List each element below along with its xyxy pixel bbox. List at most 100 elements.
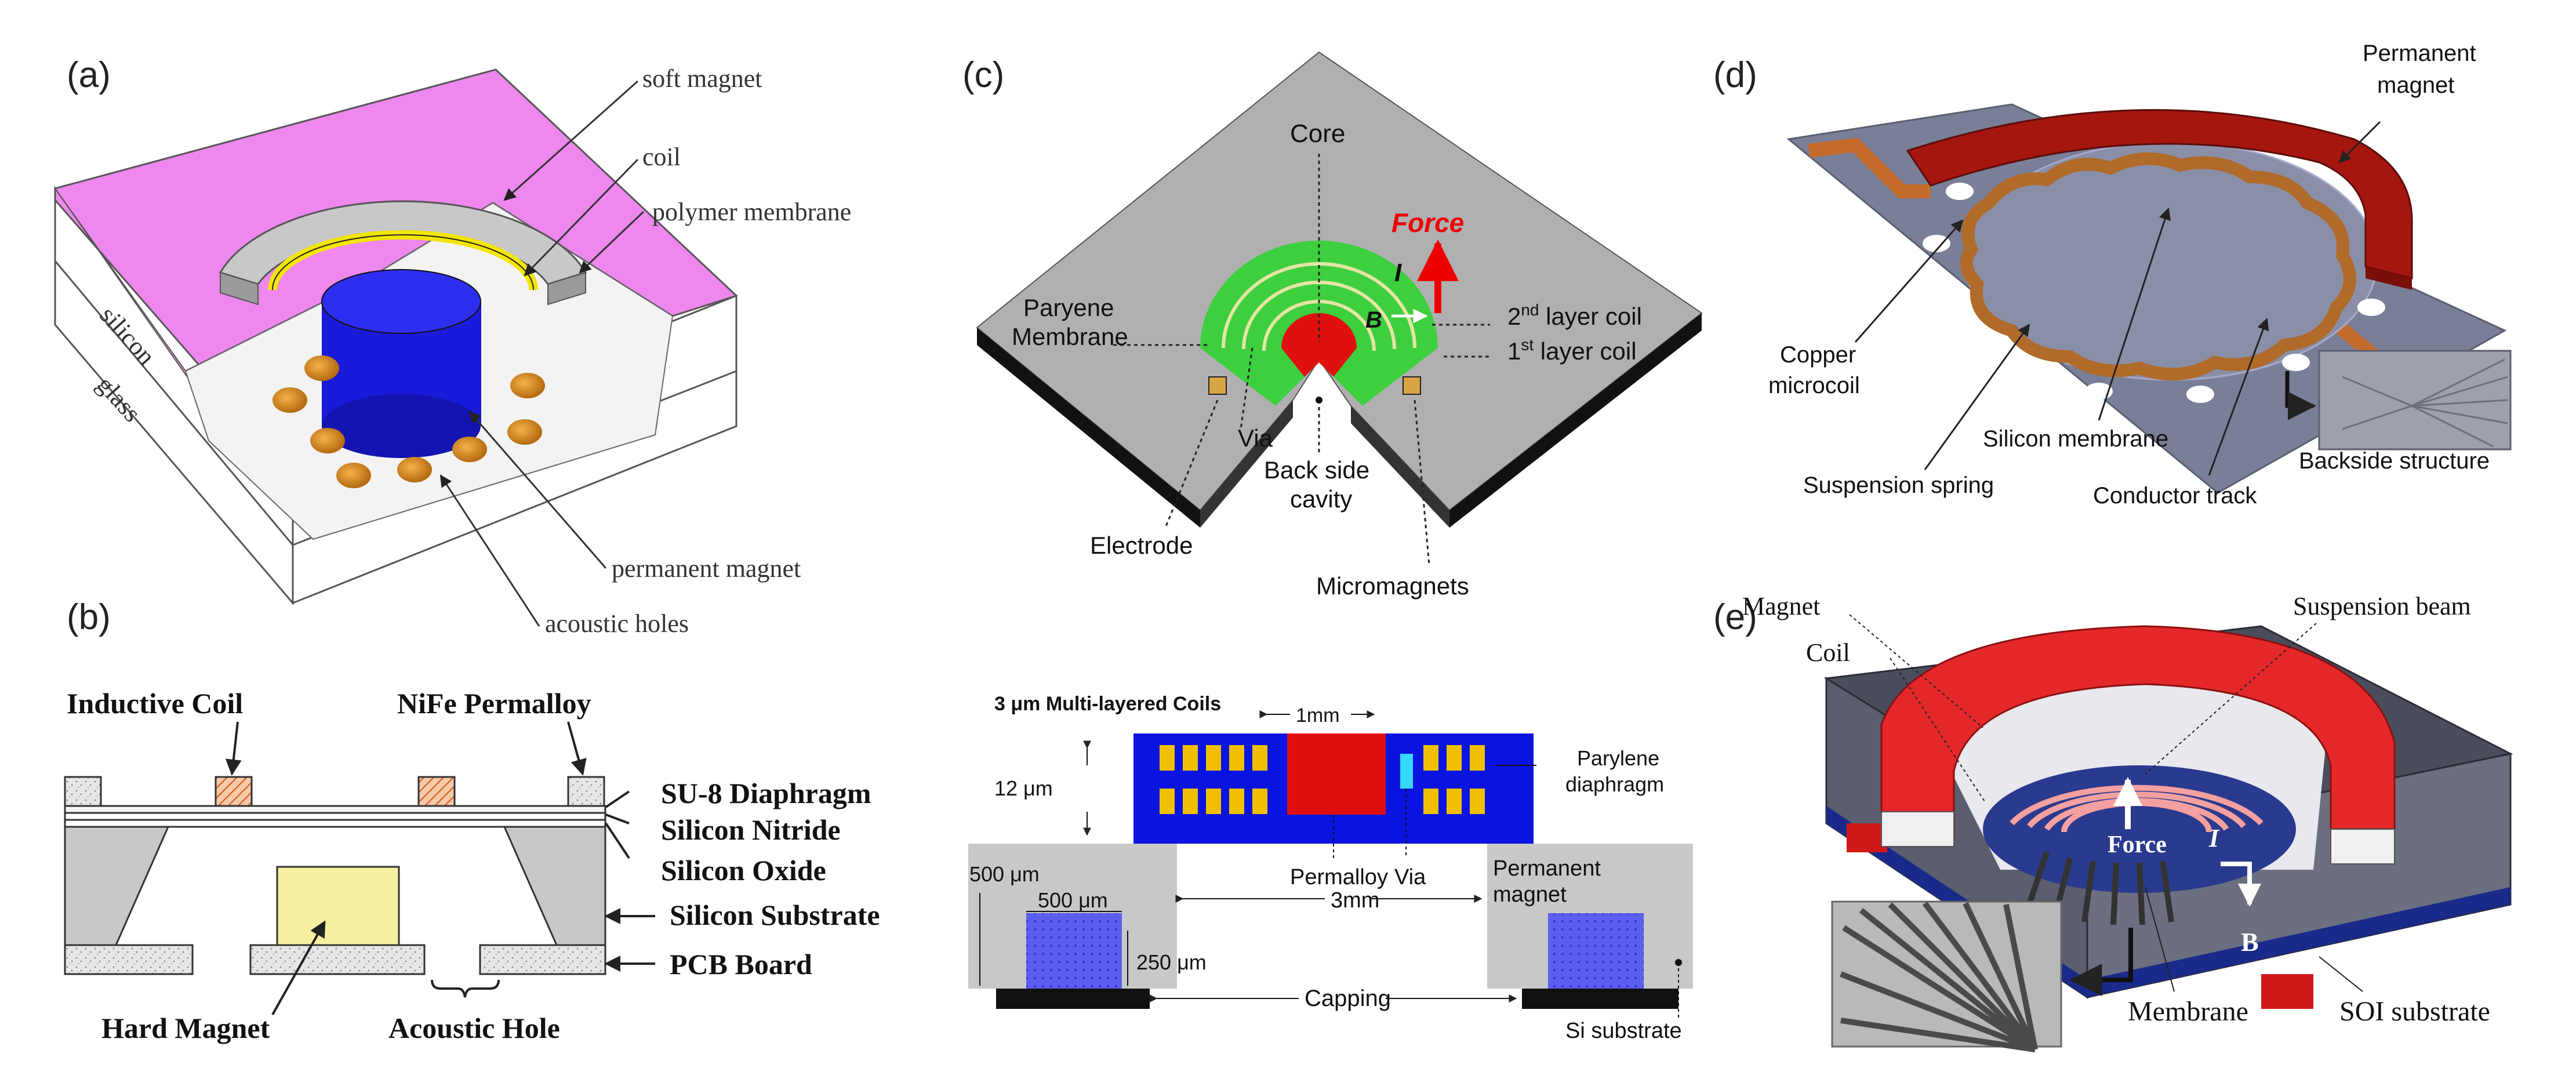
pcb-board-label: PCB Board <box>670 948 812 980</box>
field-label: B <box>1365 307 1382 333</box>
layer1-suffix: st <box>1521 336 1534 354</box>
panel-b-label: (b) <box>67 597 111 637</box>
rib <box>2411 405 2508 424</box>
conductor-track-label: Conductor track <box>2093 483 2257 509</box>
leader-soi <box>2319 956 2363 992</box>
acoustic-holes <box>273 355 545 488</box>
permalloy-block-left <box>64 776 102 807</box>
dim-12um-label: 12 μm <box>994 776 1053 800</box>
permanent-magnet-bottom <box>322 394 481 458</box>
inset-beam <box>1888 902 2037 1052</box>
rib <box>2411 376 2508 407</box>
beam <box>2160 860 2174 922</box>
su8-diaphragm <box>64 805 606 814</box>
panel-d-label: (d) <box>1713 55 1757 95</box>
spring-hole <box>2085 383 2113 400</box>
layer1-number: 1 <box>1507 337 1521 365</box>
membrane-label: Membrane <box>2128 996 2248 1027</box>
coil-rows <box>1160 745 1485 814</box>
coil-turn <box>1160 789 1175 814</box>
leader-soft-magnet <box>503 80 638 201</box>
panel-d: (d) <box>1713 41 2512 509</box>
inset-beam <box>1840 971 2036 1052</box>
acoustic-hole <box>273 387 307 413</box>
rib <box>2342 405 2412 430</box>
spring-hole <box>2186 386 2214 403</box>
coil-turn <box>1183 745 1198 771</box>
capping-right <box>1522 989 1678 1009</box>
inductive-coil-label: Inductive Coil <box>67 687 243 720</box>
inset-beam <box>1840 1018 2036 1052</box>
spring-hole <box>2357 299 2385 316</box>
acoustic-hole-brace <box>431 979 500 998</box>
coil-outline <box>272 234 534 290</box>
silicon-glass-boundary-left <box>54 260 294 546</box>
perm-magnet-right <box>1548 913 1644 989</box>
acoustic-holes-label: acoustic holes <box>545 609 689 638</box>
leader-polymer-membrane <box>579 210 645 274</box>
coil-turn <box>1470 745 1485 771</box>
coil-ring-1 <box>1222 262 1416 348</box>
permanent-magnet-arc <box>1906 109 2413 279</box>
coil-block-right <box>417 776 456 807</box>
red-pad-left <box>1847 823 1887 852</box>
pcb-right <box>479 944 606 975</box>
permanent-magnet-label-1: Permanent <box>2363 41 2476 66</box>
panel-e-label: (e) <box>1713 597 1757 637</box>
panel-a-label: (a) <box>67 55 111 95</box>
leader-permanent-magnet <box>2338 121 2381 164</box>
rib <box>2411 405 2494 448</box>
field-label: B <box>2241 927 2259 957</box>
inset-beam <box>1859 908 2037 1052</box>
rib <box>2342 376 2412 407</box>
rib <box>2411 358 2505 407</box>
leader-oxide <box>605 822 630 859</box>
coils-label: 3 μm Multi-layered Coils <box>994 693 1221 715</box>
permanent-magnet-label: permanent magnet <box>612 554 801 583</box>
permalloy-block-right <box>567 776 605 807</box>
suspension-spring-label: Suspension spring <box>1803 473 1994 498</box>
coil-label: coil <box>642 143 681 171</box>
panel-c-label: (c) <box>962 55 1004 95</box>
panel-a: (a) silicon <box>54 55 851 638</box>
acoustic-hole <box>397 457 432 482</box>
electrode-label: Electrode <box>1090 532 1193 559</box>
parylene-label-1: Parylene <box>1577 746 1659 770</box>
leader-nife <box>567 721 587 776</box>
copper-microcoil <box>1960 152 2356 381</box>
magnet-base-right <box>2330 829 2395 865</box>
cavity-dot <box>1316 397 1322 404</box>
capping-label: Capping <box>1305 986 1391 1011</box>
magnet-arc <box>1880 625 2396 837</box>
dim-1mm-label: 1mm <box>1296 704 1340 727</box>
spring-hole <box>1923 235 1950 252</box>
current-label: I <box>1394 259 1402 287</box>
coil-turn <box>1206 789 1221 814</box>
rib <box>2411 399 2508 407</box>
leader-permanent-magnet <box>468 411 607 569</box>
acoustic-hole <box>310 428 345 453</box>
suspension-beams <box>2026 851 2174 925</box>
silicon-substrate-right <box>503 826 606 946</box>
dim-3mm-label: 3mm <box>1331 888 1379 913</box>
perm-magnet-left <box>1026 913 1122 989</box>
panel-c-cross-section: 3 μm Multi-layered Coils 1mm <box>968 693 1693 1043</box>
leader-membrane <box>2145 887 2175 992</box>
layer2-text: layer coil <box>1539 303 1642 330</box>
dim-500um-left-label: 500 μm <box>969 862 1040 886</box>
leader-magnet <box>1849 614 1983 728</box>
inset-arrow <box>2069 928 2133 996</box>
layer2-label: 2nd layer coil <box>1507 301 1642 330</box>
layer2-suffix: nd <box>1521 301 1539 319</box>
coil-turn <box>1252 789 1267 814</box>
leader-nitride <box>605 813 630 825</box>
leader-silicon-membrane <box>2098 208 2171 421</box>
pcb-left <box>64 944 194 975</box>
pcb-middle <box>249 944 426 975</box>
coil-label: Coil <box>1806 638 1850 667</box>
parylene-label-2: diaphragm <box>1565 772 1664 796</box>
leader-electrode <box>1164 399 1219 528</box>
panel-c: (c) Force I B Core Paryene <box>962 51 1703 1043</box>
